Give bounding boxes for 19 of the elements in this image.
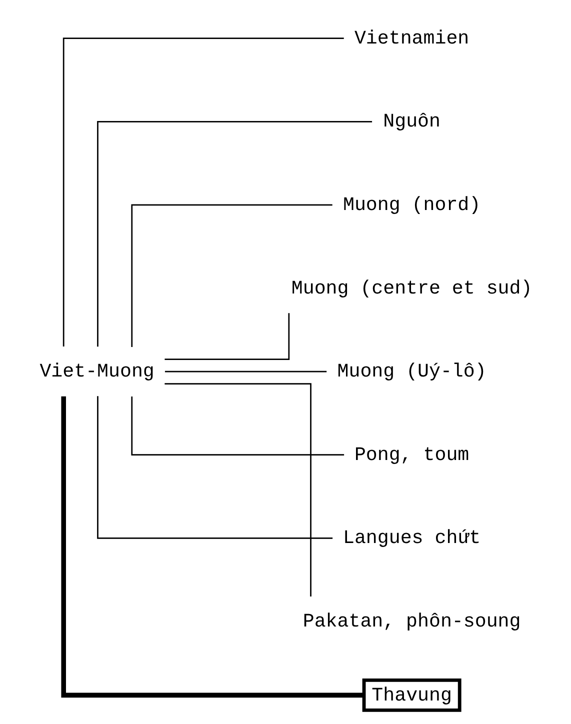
- connector: [131, 204, 332, 347]
- connector: [131, 396, 344, 456]
- node-text: Vietnamien: [354, 27, 470, 50]
- node-text: Pakatan, phôn-soung: [302, 610, 521, 633]
- connector: [164, 313, 290, 360]
- node-text: Muong (Uý-lô): [337, 360, 486, 383]
- node-text: Langues chứt: [343, 527, 481, 550]
- node-text: Muong (nord): [343, 194, 481, 216]
- node-box: Thavung: [362, 678, 462, 712]
- node-text: Pong, toum: [354, 444, 470, 466]
- node-text: Nguôn: [383, 110, 440, 133]
- connector: [61, 396, 364, 698]
- node-text: Viet-Muong: [40, 360, 154, 383]
- node-text: Muong (centre et sud): [291, 277, 532, 300]
- connector: [164, 370, 327, 372]
- connector: [164, 383, 312, 596]
- connector: [62, 38, 344, 347]
- connector: [97, 396, 333, 539]
- connector: [97, 120, 372, 347]
